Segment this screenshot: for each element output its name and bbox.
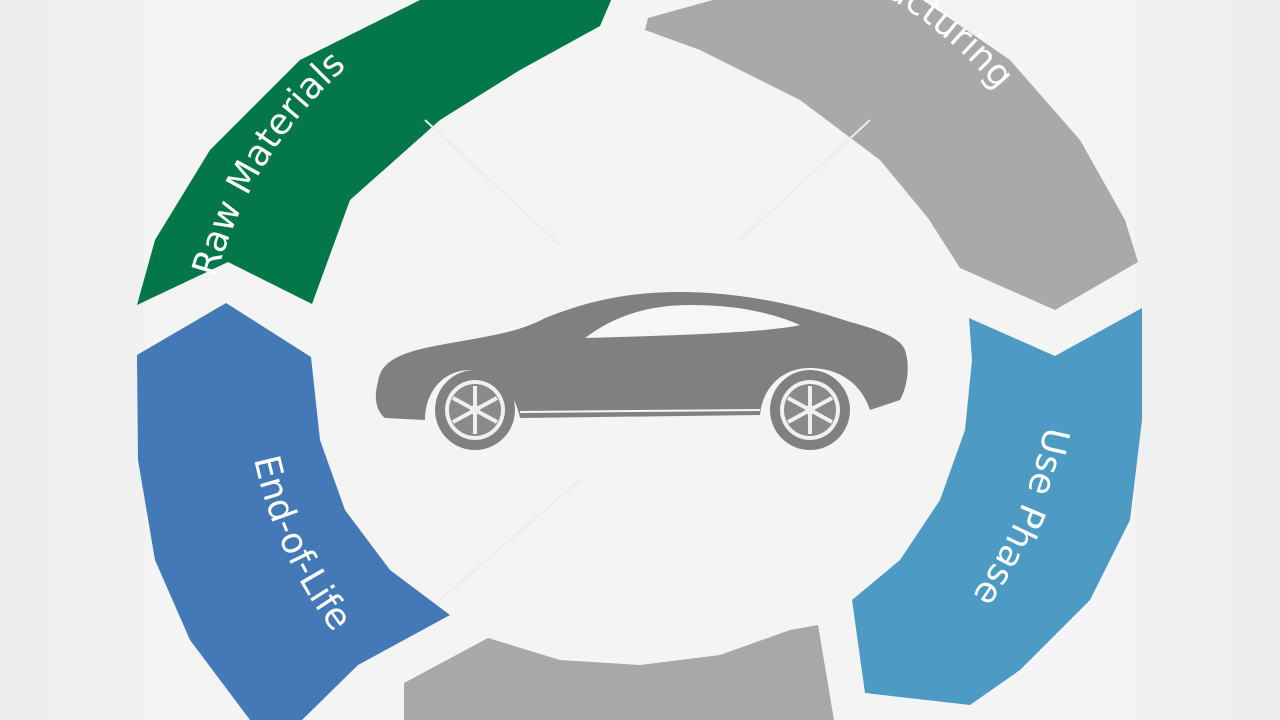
segment-raw-materials[interactable]	[137, 0, 612, 305]
segment-bottom[interactable]	[404, 625, 834, 720]
car-window	[585, 305, 800, 338]
car-icon	[375, 292, 908, 450]
rear-wheel	[770, 370, 850, 450]
front-wheel	[435, 370, 515, 450]
segment-manufacturing[interactable]	[645, 0, 1138, 310]
car-stripe	[519, 409, 761, 413]
segment-end-of-life[interactable]	[137, 303, 450, 720]
guide-line	[424, 119, 561, 246]
guide-line	[739, 119, 871, 241]
guide-line	[439, 479, 581, 601]
segment-use-phase[interactable]	[852, 308, 1142, 705]
